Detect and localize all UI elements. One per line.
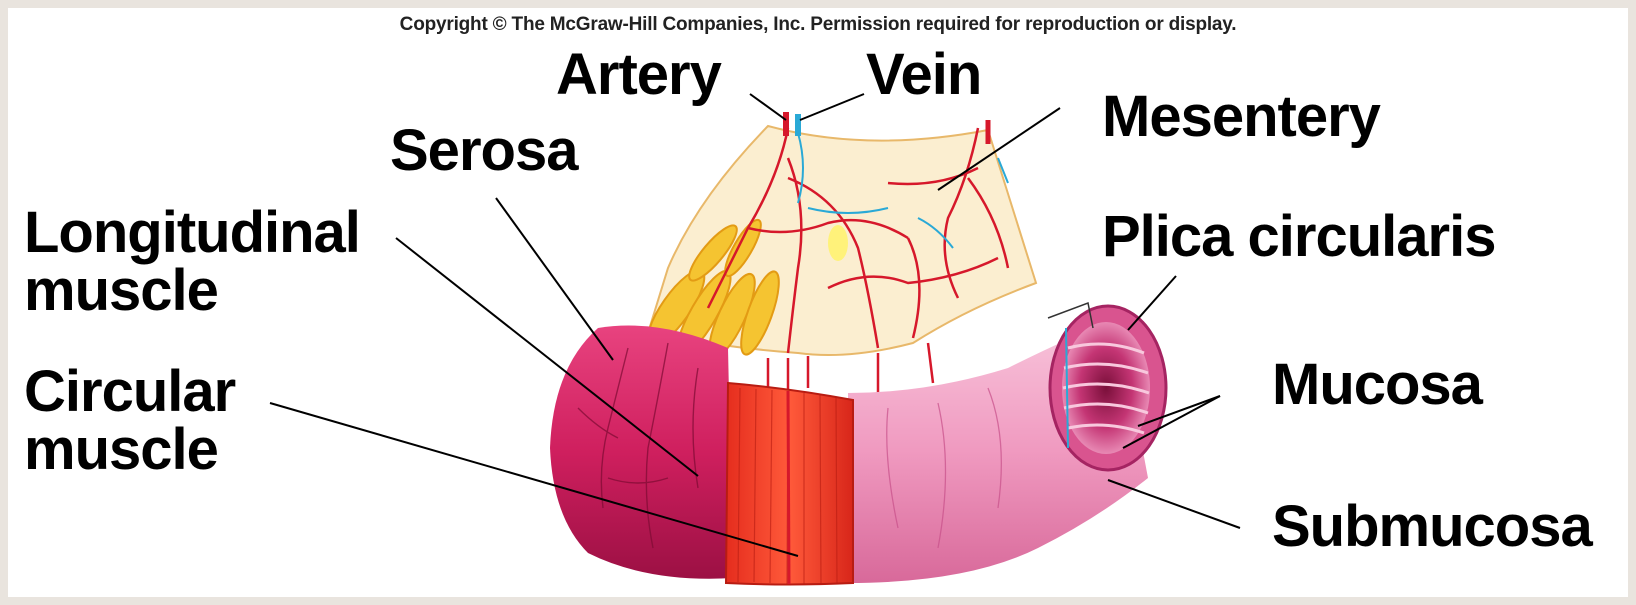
- intestine-cut-end: [1048, 303, 1166, 470]
- label-mucosa: Mucosa: [1272, 356, 1482, 414]
- label-circular-muscle: Circular muscle: [24, 363, 235, 479]
- label-longitudinal-line2: muscle: [24, 262, 360, 320]
- label-longitudinal-line1: Longitudinal: [24, 204, 360, 262]
- label-serosa: Serosa: [390, 122, 577, 180]
- label-mesentery: Mesentery: [1102, 88, 1380, 146]
- label-artery: Artery: [556, 46, 721, 104]
- label-submucosa: Submucosa: [1272, 498, 1592, 556]
- diagram-frame: Copyright © The McGraw-Hill Companies, I…: [8, 8, 1628, 597]
- intestine-serosa-segment: [550, 326, 733, 579]
- label-circular-line2: muscle: [24, 421, 235, 479]
- label-plica-circularis: Plica circularis: [1102, 208, 1495, 266]
- label-vein: Vein: [866, 46, 981, 104]
- label-circular-line1: Circular: [24, 363, 235, 421]
- label-longitudinal-muscle: Longitudinal muscle: [24, 204, 360, 320]
